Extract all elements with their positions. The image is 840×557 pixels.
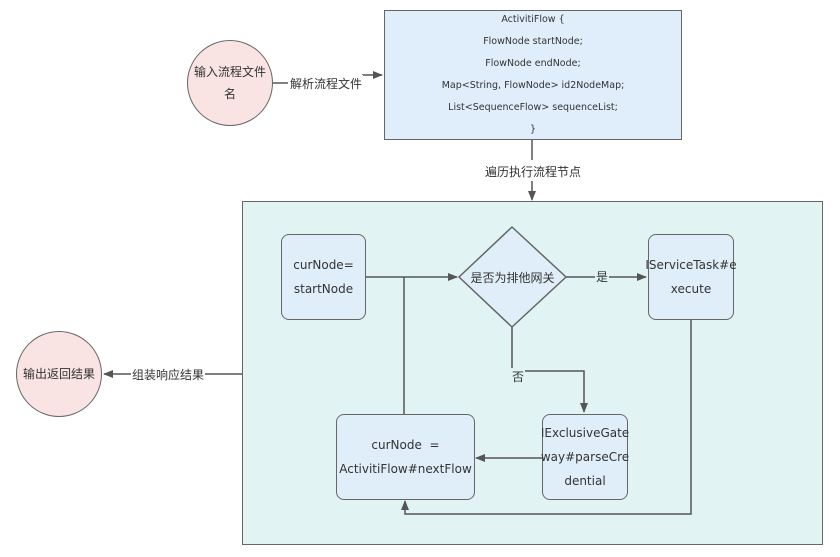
decision-diamond (457, 225, 568, 329)
struct-line-5: List<SequenceFlow> sequenceList; (448, 102, 618, 113)
exclusive-gateway-line-1: IExclusiveGate (540, 426, 630, 440)
edge-label-assemble-response: 组装响应结果 (131, 366, 206, 383)
struct-line-1: ActivitiFlow { (501, 14, 565, 25)
edge-service-to-next (401, 320, 692, 515)
cur-node-next-line-2: ActivitiFlow#nextFlow (339, 462, 472, 476)
cur-node-next-line-1: curNode = (371, 438, 440, 452)
service-task-box: IServiceTask#e xecute (645, 234, 737, 320)
activiti-flow-struct-box: ActivitiFlow { FlowNode startNode; FlowN… (384, 10, 682, 140)
service-task-line-1: IServiceTask#e (645, 258, 737, 272)
gateway-decision-label: 是否为排他网关 (470, 270, 555, 285)
cur-node-start-box: curNode= startNode (281, 234, 366, 320)
cur-node-start-line-1: curNode= (293, 258, 354, 272)
input-circle-line-1: 输入流程文件 (193, 65, 266, 79)
exclusive-gateway-line-3: dential (564, 474, 606, 488)
struct-line-6: } (529, 124, 537, 135)
output-result-circle: 输出返回结果 (16, 331, 102, 417)
input-file-name-circle: 输入流程文件 名 (187, 40, 273, 126)
edge-no (511, 327, 588, 413)
cur-node-start-line-2: startNode (293, 282, 354, 296)
exclusive-gateway-line-2: way#parseCre (540, 450, 630, 464)
struct-line-3: FlowNode endNode; (485, 58, 581, 69)
edge-label-yes: 是 (595, 268, 610, 285)
input-circle-line-2: 名 (223, 87, 236, 101)
cur-node-next-box: curNode = ActivitiFlow#nextFlow (336, 414, 475, 500)
service-task-line-2: xecute (670, 282, 712, 296)
edge-label-traverse-nodes: 遍历执行流程节点 (484, 163, 583, 180)
struct-line-2: FlowNode startNode; (483, 36, 583, 47)
output-circle-line-1: 输出返回结果 (22, 367, 95, 381)
exclusive-gateway-box: IExclusiveGate way#parseCre dential (540, 414, 630, 500)
struct-line-4: Map<String, FlowNode> id2NodeMap; (441, 80, 625, 91)
edge-label-parse-file: 解析流程文件 (289, 75, 364, 92)
edge-label-no: 否 (511, 368, 526, 385)
